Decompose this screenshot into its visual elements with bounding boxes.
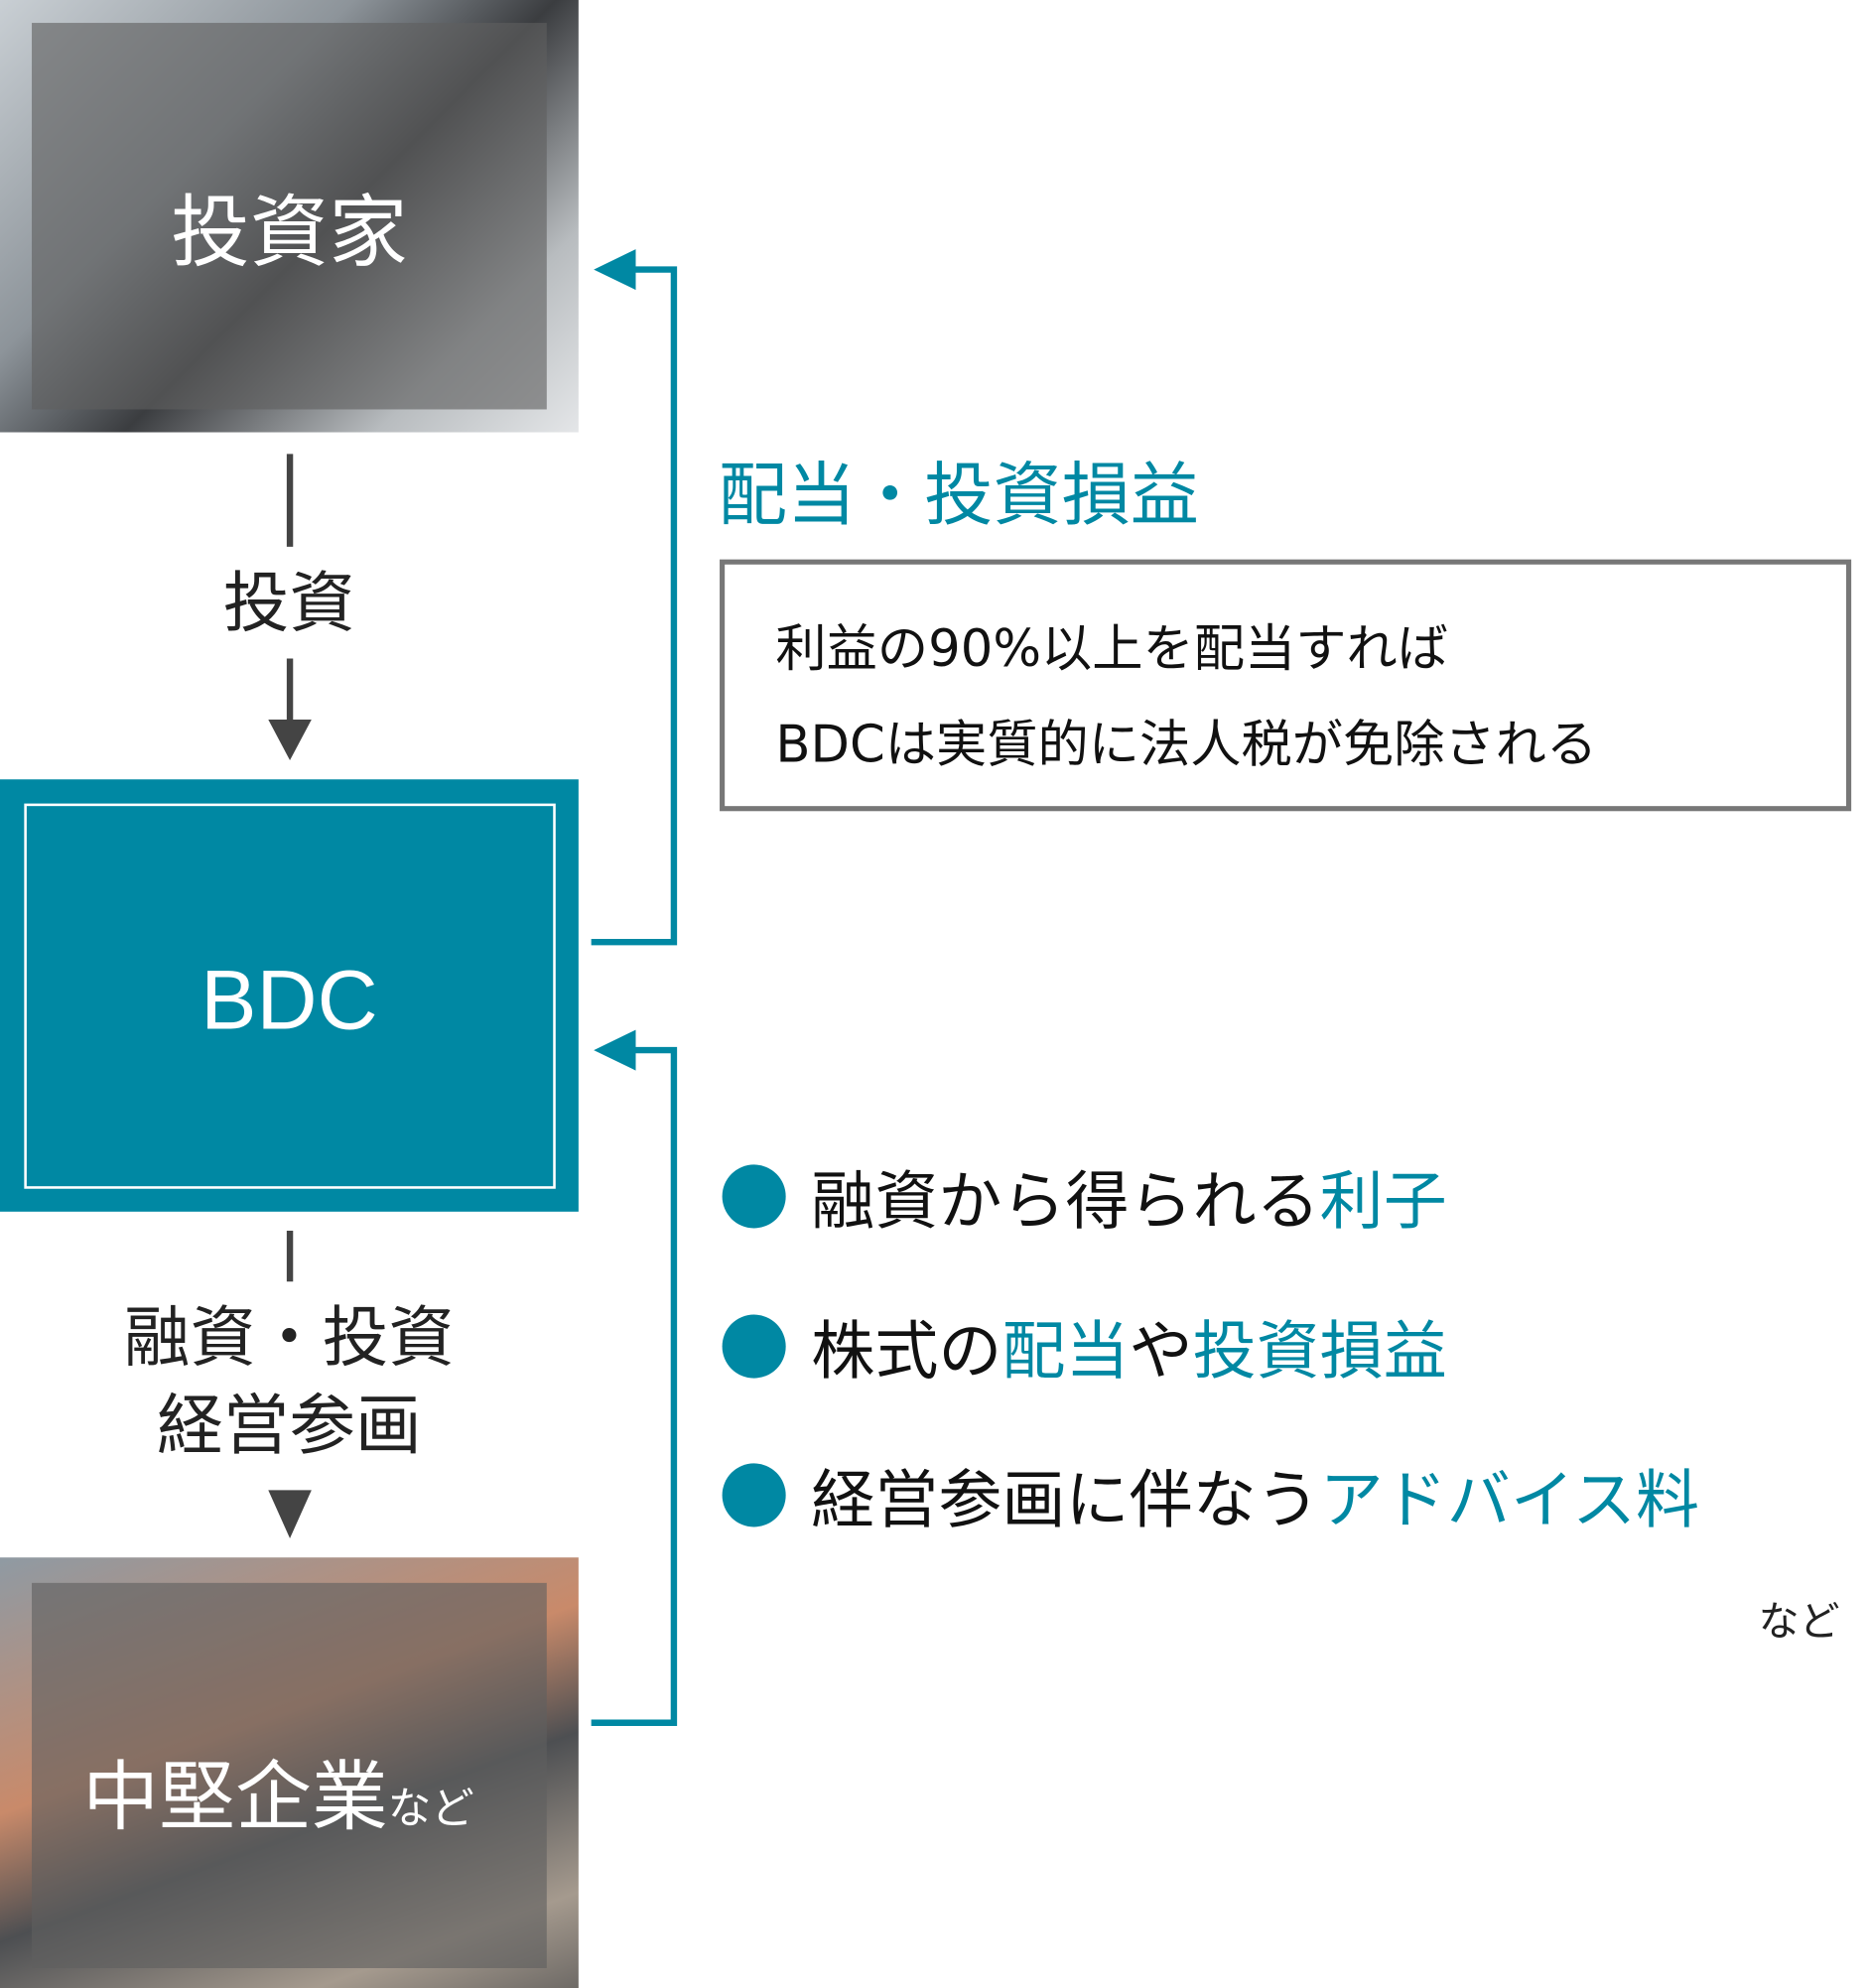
invest-flow-label: 投資 (222, 566, 356, 642)
investor-overlay (32, 23, 547, 410)
company-suffix: など (387, 1784, 474, 1835)
income-item-dividend: 株式の配当や投資損益 (722, 1300, 1447, 1392)
bullet-icon (722, 1314, 786, 1379)
income-text: 株式の (811, 1314, 1002, 1389)
income-etc: など (1758, 1596, 1840, 1646)
income-highlight: 利子 (1319, 1164, 1447, 1239)
investor-label: 投資家 (171, 186, 408, 279)
down-arrow-finance (268, 1231, 312, 1539)
finance-flow-label-1: 融資・投資 (123, 1300, 455, 1378)
tax-note-line-1: 利益の90%以上を配当すれば (775, 620, 1448, 680)
bdc-label: BDC (200, 952, 378, 1047)
income-highlight: 投資損益 (1192, 1314, 1447, 1389)
income-arrow-to-bdc (591, 1029, 678, 1726)
tax-note-line-2: BDCは実質的に法人税が免除される (775, 716, 1598, 775)
down-arrow-invest (268, 454, 312, 761)
company-photo: 中堅企業など (0, 1557, 579, 1988)
bdc-inner-border (24, 803, 556, 1189)
bullet-icon (722, 1463, 786, 1527)
income-highlight: 配当 (1001, 1314, 1130, 1389)
company-overlay (32, 1582, 547, 1968)
company-name: 中堅企業 (82, 1753, 388, 1843)
bdc-box: BDC (0, 779, 579, 1212)
company-label: 中堅企業など (82, 1736, 474, 1846)
bullet-icon (722, 1164, 786, 1229)
income-highlight: アドバイス料 (1319, 1463, 1700, 1537)
income-text: や (1129, 1314, 1193, 1389)
returns-heading: 配当・投資損益 (718, 455, 1199, 536)
income-text: 経営参画に伴なう (811, 1463, 1320, 1537)
investor-photo: 投資家 (0, 0, 579, 433)
income-item-advisory: 経営参画に伴なうアドバイス料 (722, 1449, 1700, 1540)
tax-note-box: 利益の90%以上を配当すれば BDCは実質的に法人税が免除される (720, 559, 1852, 812)
finance-flow-label-2: 経営参画 (157, 1388, 422, 1465)
return-arrow-to-investor (591, 249, 678, 946)
income-text: 融資から得られる (811, 1164, 1320, 1239)
income-item-interest: 融資から得られる利子 (722, 1150, 1447, 1242)
